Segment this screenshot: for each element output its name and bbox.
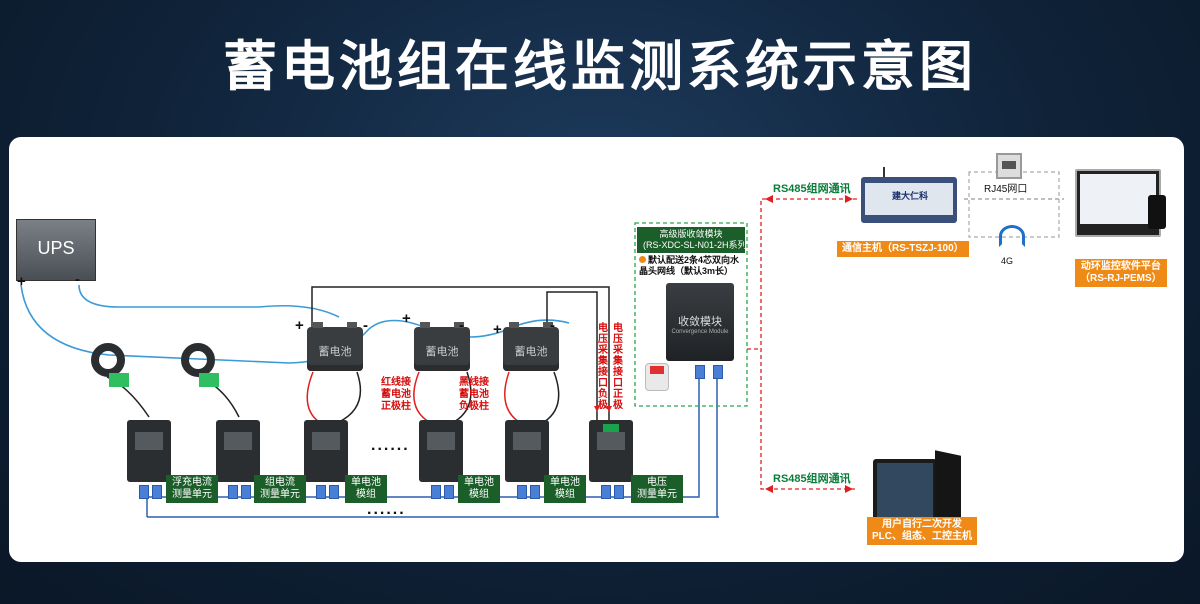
- red-wire-note: 红线接 蓄电池 正极柱: [381, 377, 411, 412]
- crystal-head-cable-icon: [645, 363, 669, 391]
- ellipsis-bottom: ......: [367, 501, 406, 518]
- rj-connector: [329, 485, 339, 499]
- orange-dot-icon: [639, 256, 646, 263]
- host-label: 通信主机（RS-TSZJ-100）: [837, 241, 969, 257]
- floating-ct-terminal: [109, 373, 129, 387]
- rj-connector: [530, 485, 540, 499]
- host-brand: 建大仁科: [891, 191, 928, 201]
- unit-label-battery-1: 单电池 模组: [345, 475, 387, 503]
- user-dev-label: 用户自行二次开发 PLC、组态、工控主机: [867, 517, 977, 545]
- battery-2: 蓄电池: [414, 322, 470, 371]
- convergence-device-sub: Convergence Module: [671, 329, 729, 335]
- ups-plus-sign: +: [17, 273, 26, 290]
- battery-module-3: [505, 420, 549, 482]
- ups-label: UPS: [37, 238, 75, 258]
- panel-pc-icon: [873, 459, 937, 523]
- rj-connector: [695, 365, 705, 379]
- rj-connector: [713, 365, 723, 379]
- convergence-note: 默认配送2条4芯双向水 晶头网线（默认3m长）: [639, 255, 747, 277]
- ups-unit: UPS: [16, 219, 96, 281]
- rj-connector: [517, 485, 527, 499]
- battery-module-2: [419, 420, 463, 482]
- rj45-port-icon: [996, 153, 1022, 179]
- convergence-device-text: 收敛模块: [678, 316, 722, 328]
- group-current-unit: [216, 420, 260, 482]
- group-ct-terminal: [199, 373, 219, 387]
- ellipsis-top: ......: [371, 437, 410, 454]
- convergence-note-text: 默认配送2条4芯双向水 晶头网线（默认3m长）: [639, 255, 740, 276]
- group-current-ct: [181, 343, 215, 377]
- rj-connector: [601, 485, 611, 499]
- rj-connector: [228, 485, 238, 499]
- battery-1-plus: +: [295, 317, 304, 334]
- convergence-device: 收敛模块 Convergence Module: [666, 283, 734, 361]
- rj-connector: [431, 485, 441, 499]
- phone-icon: [1148, 195, 1166, 229]
- battery-1-label: 蓄电池: [318, 345, 352, 358]
- communication-host-device: 建大仁科: [861, 167, 957, 223]
- fourg-label: 4G: [1001, 256, 1014, 266]
- convergence-header: 高级版收敛模块 (RS-XDC-SL-N01-2H系列): [637, 227, 750, 253]
- antenna-icon: [883, 167, 885, 177]
- battery-3-plus: +: [493, 321, 502, 338]
- rj-connector: [139, 485, 149, 499]
- rs485-top-label: RS485组网通讯: [773, 183, 851, 195]
- unit-label-voltage: 电压 测量单元: [631, 475, 683, 503]
- battery-2-plus: +: [402, 310, 411, 327]
- diagram-panel: UPS + - 蓄电池 蓄电池 蓄电池 + - + - + - ...... .…: [9, 137, 1184, 562]
- rj-connector: [316, 485, 326, 499]
- wireless-4g-icon: [999, 225, 1025, 247]
- battery-2-label: 蓄电池: [425, 345, 459, 358]
- unit-label-floating: 浮充电流 测量单元: [166, 475, 218, 503]
- voltage-unit: [589, 420, 633, 482]
- unit-label-group: 组电流 测量单元: [254, 475, 306, 503]
- voltage-port-positive: 电压采集接口正极: [613, 323, 623, 411]
- battery-1-minus: -: [363, 317, 368, 334]
- unit-label-battery-2: 单电池 模组: [458, 475, 500, 503]
- rj45-label: RJ45网口: [984, 184, 1028, 195]
- rj-connector: [241, 485, 251, 499]
- black-wire-note: 黑线接 蓄电池 负极柱: [459, 377, 489, 412]
- battery-1: 蓄电池: [307, 322, 363, 371]
- rs485-bottom-label: RS485组网通讯: [773, 473, 851, 485]
- rj-connector: [614, 485, 624, 499]
- voltage-port-negative: 电压采集接口负极: [598, 323, 608, 411]
- rj-connector: [152, 485, 162, 499]
- battery-module-1: [304, 420, 348, 482]
- platform-label: 动环监控软件平台 （RS-RJ-PEMS）: [1075, 259, 1167, 287]
- floating-current-ct: [91, 343, 125, 377]
- floating-current-unit: [127, 420, 171, 482]
- battery-3-minus: -: [550, 317, 555, 334]
- battery-3-label: 蓄电池: [514, 345, 548, 358]
- rj-connector: [444, 485, 454, 499]
- battery-3: 蓄电池: [503, 322, 559, 371]
- unit-label-battery-3: 单电池 模组: [544, 475, 586, 503]
- monitor-icon: [1075, 169, 1161, 237]
- battery-2-minus: -: [459, 317, 464, 334]
- page-title: 蓄电池组在线监测系统示意图: [223, 35, 977, 98]
- ups-minus-sign: -: [75, 271, 80, 288]
